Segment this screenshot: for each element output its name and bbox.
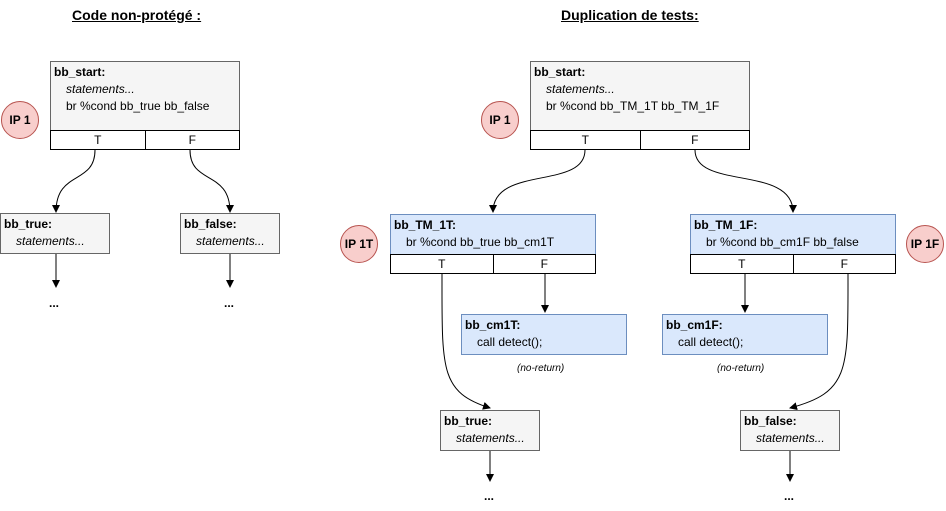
right-true-ellipsis: ...	[484, 489, 495, 503]
left-bb-start-label: bb_start:	[54, 65, 106, 79]
bb-cm1f-block: bb_cm1F: call detect();	[662, 314, 828, 355]
left-bb-start-block: bb_start: statements... br %cond bb_true…	[50, 61, 240, 150]
right-bb-start-block: bb_start: statements... br %cond bb_TM_1…	[530, 61, 750, 150]
left-bb-false-label: bb_false:	[184, 217, 237, 231]
bb-cm1f-call: call detect();	[678, 335, 744, 349]
edge-tm1t-true	[441, 273, 491, 410]
right-bb-start-label: bb_start:	[534, 65, 586, 79]
left-bb-start-branch: br %cond bb_true bb_false	[66, 99, 210, 113]
bb-cm1t-no-return-note: (no-return)	[517, 363, 565, 374]
right-title: Duplication de tests:	[561, 7, 699, 23]
edge-start-false	[694, 149, 797, 213]
ip-1f-marker: IP 1F	[906, 225, 944, 263]
left-title: Code non-protégé :	[72, 7, 202, 23]
right-bb-false-label: bb_false:	[744, 414, 797, 428]
left-bb-start-statements: statements...	[66, 82, 135, 96]
left-bb-false-statements: statements...	[196, 234, 265, 248]
bb-cm1f-no-return-note: (no-return)	[717, 363, 765, 374]
right-bb-false-block: bb_false: statements...	[740, 410, 840, 451]
bb-cm1t-label: bb_cm1T:	[465, 318, 521, 332]
edge-start-true	[489, 149, 586, 213]
left-bb-true-statements: statements...	[16, 234, 85, 248]
bb-tm-1t-block: bb_TM_1T: br %cond bb_true bb_cm1T T F	[390, 214, 596, 274]
left-bb-false-block: bb_false: statements...	[180, 213, 280, 254]
right-bb-start-statements: statements...	[546, 82, 615, 96]
bb-tm-1f-block: bb_TM_1F: br %cond bb_cm1F bb_false T F	[690, 214, 896, 274]
bb-tm-1t-true-cell: T	[438, 257, 446, 271]
bb-tm-1t-branch: br %cond bb_true bb_cm1T	[406, 235, 555, 249]
left-bb-start-branch-row: T F	[50, 130, 240, 150]
ip-1t-marker: IP 1T	[340, 225, 378, 263]
bb-tm-1f-branch: br %cond bb_cm1F bb_false	[706, 235, 859, 249]
bb-tm-1t-label: bb_TM_1T:	[394, 218, 457, 232]
left-bb-true-label: bb_true:	[4, 217, 52, 231]
left-bb-true-block: bb_true: statements...	[0, 213, 110, 254]
right-bb-start-true-cell: T	[581, 133, 589, 147]
right-bb-start-false-cell: F	[639, 131, 750, 149]
right-bb-start-branch-row: T F	[530, 130, 750, 150]
right-ip1-marker: IP 1	[481, 101, 519, 139]
bb-tm-1f-branch-row: T F	[690, 254, 896, 274]
bb-tm-1t-false-cell: F	[492, 255, 596, 273]
right-bb-false-statements: statements...	[756, 431, 825, 445]
right-bb-start-branch: br %cond bb_TM_1T bb_TM_1F	[546, 99, 720, 113]
edge-left-true	[52, 149, 96, 213]
bb-tm-1f-true-cell: T	[738, 257, 746, 271]
bb-tm-1t-branch-row: T F	[390, 254, 596, 274]
bb-cm1t-call: call detect();	[477, 335, 543, 349]
left-ip1-marker: IP 1	[1, 101, 39, 139]
left-bb-start-false-cell: F	[144, 131, 240, 149]
edge-left-false	[189, 149, 234, 213]
bb-cm1f-label: bb_cm1F:	[666, 318, 723, 332]
right-bb-true-block: bb_true: statements...	[440, 410, 540, 451]
bb-cm1t-block: bb_cm1T: call detect();	[461, 314, 627, 355]
bb-tm-1f-label: bb_TM_1F:	[694, 218, 758, 232]
bb-tm-1f-false-cell: F	[792, 255, 896, 273]
right-bb-true-statements: statements...	[456, 431, 525, 445]
right-false-ellipsis: ...	[784, 489, 795, 503]
edge-tm1f-false	[789, 273, 849, 411]
left-true-ellipsis: ...	[49, 296, 60, 310]
right-bb-true-label: bb_true:	[444, 414, 492, 428]
left-false-ellipsis: ...	[224, 296, 235, 310]
left-bb-start-true-cell: T	[94, 133, 102, 147]
